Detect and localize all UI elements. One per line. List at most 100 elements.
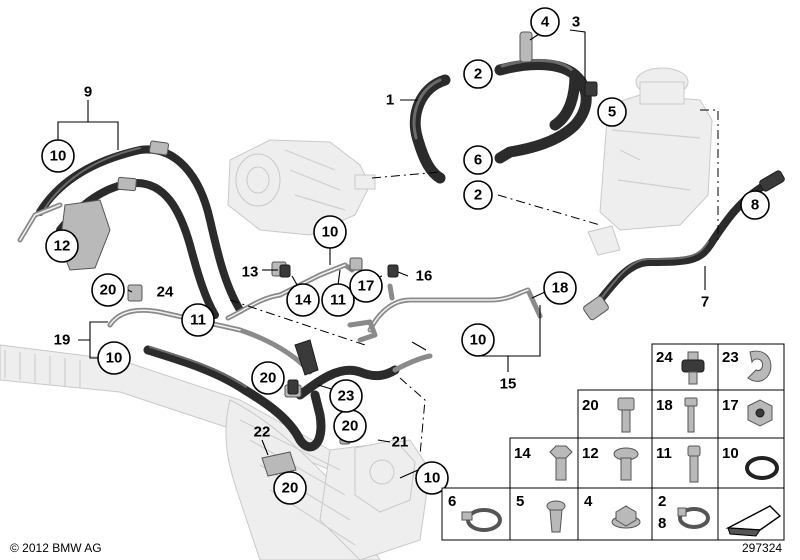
parts-label-14: 14 — [514, 445, 531, 462]
dash-dot-lines — [229, 109, 719, 456]
callout-1-text: 1 — [386, 92, 394, 109]
hose-clamp-icon — [461, 508, 502, 532]
steering-pump-ghost — [227, 139, 376, 236]
parts-label-24: 24 — [656, 349, 673, 366]
callout-14: 14 — [286, 283, 320, 317]
cap-screw-icon — [687, 445, 701, 483]
svg-text:20: 20 — [282, 480, 299, 497]
svg-text:5: 5 — [608, 104, 616, 121]
parts-label-11: 11 — [656, 445, 672, 462]
callout-20-top: 20 — [91, 273, 125, 307]
svg-text:10: 10 — [106, 350, 123, 367]
parts-cell-12 — [577, 437, 653, 489]
svg-text:10: 10 — [424, 470, 441, 487]
lower-return-hose — [107, 307, 433, 452]
parts-label-23: 23 — [722, 349, 739, 366]
callout-13: 13 — [242, 264, 259, 281]
callout-18: 18 — [543, 271, 577, 305]
return-pipe-right — [347, 283, 543, 343]
reservoir-hoses — [409, 31, 598, 184]
svg-text:11: 11 — [190, 312, 206, 329]
svg-text:12: 12 — [54, 238, 71, 255]
callout-7: 7 — [701, 294, 709, 311]
hex-bolt-icon — [549, 445, 573, 481]
parts-table: 24 23 20 18 17 14 12 11 10 6 5 4 2 8 — [441, 343, 785, 541]
callout-19: 19 — [54, 332, 71, 349]
svg-text:10: 10 — [50, 148, 67, 165]
callout-10-bottom: 10 — [415, 461, 449, 495]
parts-cell-4 — [577, 487, 653, 541]
callout-11-right: 11 — [321, 283, 355, 317]
svg-text:4: 4 — [541, 14, 550, 31]
svg-text:9: 9 — [84, 84, 92, 101]
parts-label-10: 10 — [722, 445, 739, 462]
callout-10-pump: 10 — [313, 215, 347, 249]
parts-label-17: 17 — [722, 397, 739, 414]
svg-text:19: 19 — [54, 332, 71, 349]
callout-15: 15 — [500, 376, 517, 393]
diagram-number: 297324 — [742, 541, 782, 555]
parts-label-5: 5 — [516, 493, 524, 510]
copyright-text: © 2012 BMW AG — [10, 541, 102, 555]
callout-22: 22 — [254, 424, 271, 441]
parts-label-18: 18 — [656, 397, 673, 414]
callout-3: 3 — [572, 14, 580, 31]
callout-8: 8 — [740, 190, 770, 220]
hex-nut-icon — [747, 399, 773, 427]
callout-1: 1 — [386, 92, 394, 109]
callout-16: 16 — [416, 268, 433, 285]
svg-text:2: 2 — [474, 66, 482, 83]
svg-text:20: 20 — [260, 370, 277, 387]
svg-text:2: 2 — [474, 187, 482, 204]
callout-10-center: 10 — [461, 323, 495, 357]
parts-cell-5 — [509, 487, 579, 541]
svg-text:7: 7 — [701, 294, 709, 311]
svg-text:11: 11 — [330, 292, 346, 309]
torx-screw-icon — [613, 447, 639, 481]
spring-clamp-icon — [677, 507, 710, 529]
svg-text:20: 20 — [100, 282, 117, 299]
callout-9: 9 — [84, 84, 92, 101]
flange-nut-icon — [611, 505, 641, 529]
o-ring-icon — [745, 456, 779, 480]
rubber-mount-icon — [681, 351, 705, 385]
svg-text:16: 16 — [416, 268, 433, 285]
parts-label-12: 12 — [582, 445, 599, 462]
callout-24: 24 — [157, 284, 174, 301]
svg-text:18: 18 — [552, 280, 569, 297]
callout-23: 23 — [329, 379, 363, 413]
svg-text:14: 14 — [295, 292, 312, 309]
parts-label-20: 20 — [582, 397, 599, 414]
svg-text:15: 15 — [500, 376, 517, 393]
parts-cell-11 — [651, 437, 719, 489]
svg-text:21: 21 — [392, 434, 409, 451]
callout-10-lower-left: 10 — [97, 341, 131, 375]
callout-12: 12 — [45, 229, 79, 263]
fluid-reservoir — [587, 67, 713, 256]
callout-20-bottom: 20 — [273, 471, 307, 505]
callout-2-bottom: 2 — [463, 180, 493, 210]
svg-text:24: 24 — [157, 284, 174, 301]
wedge-arrow-icon — [725, 505, 782, 537]
parts-label-8: 8 — [658, 515, 666, 532]
callout-21: 21 — [392, 434, 409, 451]
svg-text:3: 3 — [572, 14, 580, 31]
parts-label-4: 4 — [584, 493, 593, 510]
svg-text:8: 8 — [751, 197, 759, 214]
callout-10-hose-pair: 10 — [41, 139, 75, 173]
callout-20-right: 20 — [333, 409, 367, 443]
callout-5: 5 — [597, 97, 627, 127]
svg-text:13: 13 — [242, 264, 259, 281]
callout-4: 4 — [530, 7, 560, 37]
svg-text:6: 6 — [474, 152, 482, 169]
socket-screw-icon — [617, 397, 635, 433]
bolt-icon — [684, 397, 698, 433]
parts-label-2: 2 — [658, 493, 666, 510]
callout-11-left: 11 — [181, 303, 215, 337]
parts-label-6: 6 — [448, 493, 456, 510]
svg-text:10: 10 — [322, 224, 339, 241]
svg-text:17: 17 — [358, 278, 375, 295]
steering-valve-ghost — [354, 439, 416, 513]
callout-2-top: 2 — [463, 59, 493, 89]
